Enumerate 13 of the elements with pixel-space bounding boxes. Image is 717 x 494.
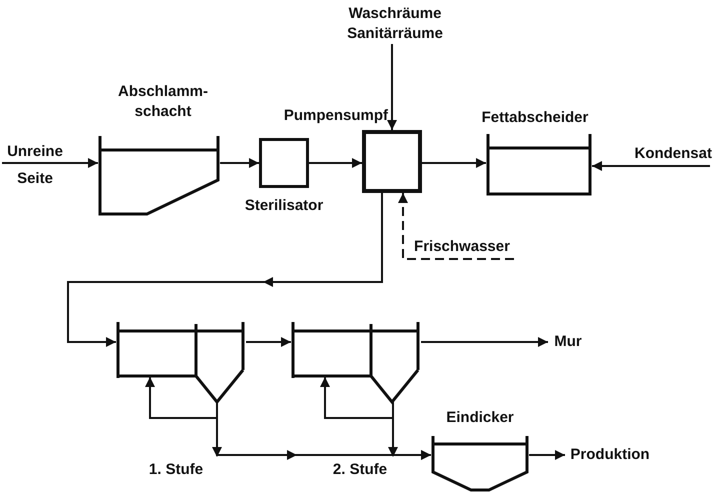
- stage-label: 2. Stufe: [332, 460, 388, 480]
- flow-label: Waschräume Sanitärräume: [325, 4, 465, 44]
- node-label: Fettabscheider: [480, 108, 590, 128]
- flow-label: Mur: [548, 332, 588, 352]
- flow-label: Unreine Seite: [2, 138, 68, 192]
- flow-label: Produktion: [565, 445, 655, 465]
- node-label: Abschlamm- schacht: [116, 82, 210, 122]
- node-label: Eindicker: [445, 408, 515, 428]
- flow-label: Frischwasser: [410, 237, 514, 259]
- node-label: Pumpensumpf: [282, 106, 388, 126]
- node-label: Sterilisator: [244, 196, 324, 216]
- flow-label: Kondensat: [620, 144, 712, 166]
- stage-label: 1. Stufe: [148, 460, 204, 480]
